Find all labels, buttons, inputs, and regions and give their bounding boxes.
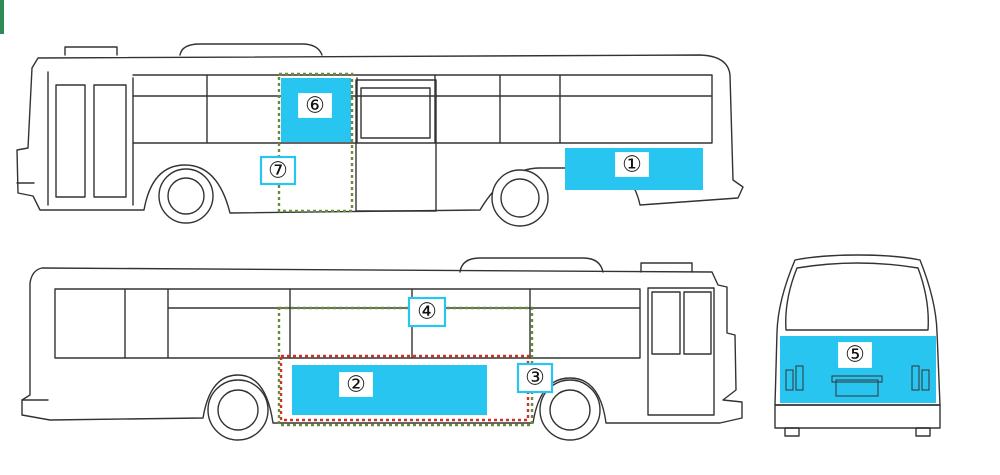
ad-area-4-outline [277,306,534,427]
svg-text:⑤: ⑤ [845,343,865,368]
label-area-5: ⑤ [835,339,875,371]
label-area-2: ② [336,369,376,400]
top-rear-wheel [491,169,549,227]
rear-body [774,254,941,406]
top-front-window-1 [55,84,86,198]
rear-plate [835,379,879,397]
bottom-rear-wheel-hub [217,389,259,431]
bottom-rear-wheel [207,379,269,441]
rear-details [785,365,930,397]
bottom-bus-body [21,267,743,424]
bus-rear-view [774,254,941,437]
bottom-front-wheel [539,379,601,441]
bottom-roof-unit-front [640,262,693,273]
rear-left-lamp-2 [795,365,804,391]
ad-area-2 [292,365,487,415]
top-roof-unit-rear [179,43,323,56]
bottom-window-band [54,288,641,359]
svg-text:②: ② [346,373,366,398]
bottom-front-door-window-1 [651,291,681,355]
top-middle-door-window [360,87,431,139]
rear-bumper [774,404,941,429]
label-area-4: ④ [407,296,447,328]
svg-text:⑥: ⑥ [305,94,325,119]
bottom-front-wheel-hub [549,389,591,431]
bus-bottom-view [21,257,743,441]
top-front-wheel-hub [167,177,205,215]
bottom-front-door-window-2 [683,291,712,355]
rear-right-lamp-1 [911,365,920,391]
bottom-front-door [647,287,715,416]
svg-text:④: ④ [417,300,437,325]
rear-left-foot [784,427,800,437]
label-area-7: ⑦ [259,155,297,186]
top-roof-unit-front [64,46,118,56]
label-area-3: ③ [516,362,554,394]
top-rear-wheel-hub [500,178,540,218]
top-window-band [132,74,713,144]
label-area-1: ① [612,149,652,180]
top-front-frame [47,71,134,206]
ad-area-7-outline [277,72,354,213]
bottom-roof-unit-rear [459,257,604,273]
corner-accent [0,0,4,34]
top-front-wheel [158,168,214,224]
rear-plate-top [831,375,883,383]
bus-top-view [16,43,744,227]
svg-text:③: ③ [525,366,545,391]
rear-right-foot [915,427,931,437]
rear-right-lamp-2 [921,369,930,391]
svg-text:①: ① [622,153,642,178]
top-front-window-2 [93,84,127,198]
top-middle-door [355,79,437,212]
rear-window [785,262,929,331]
rear-left-lamp-1 [785,369,794,391]
label-area-6: ⑥ [295,90,335,121]
svg-text:⑦: ⑦ [268,159,288,184]
